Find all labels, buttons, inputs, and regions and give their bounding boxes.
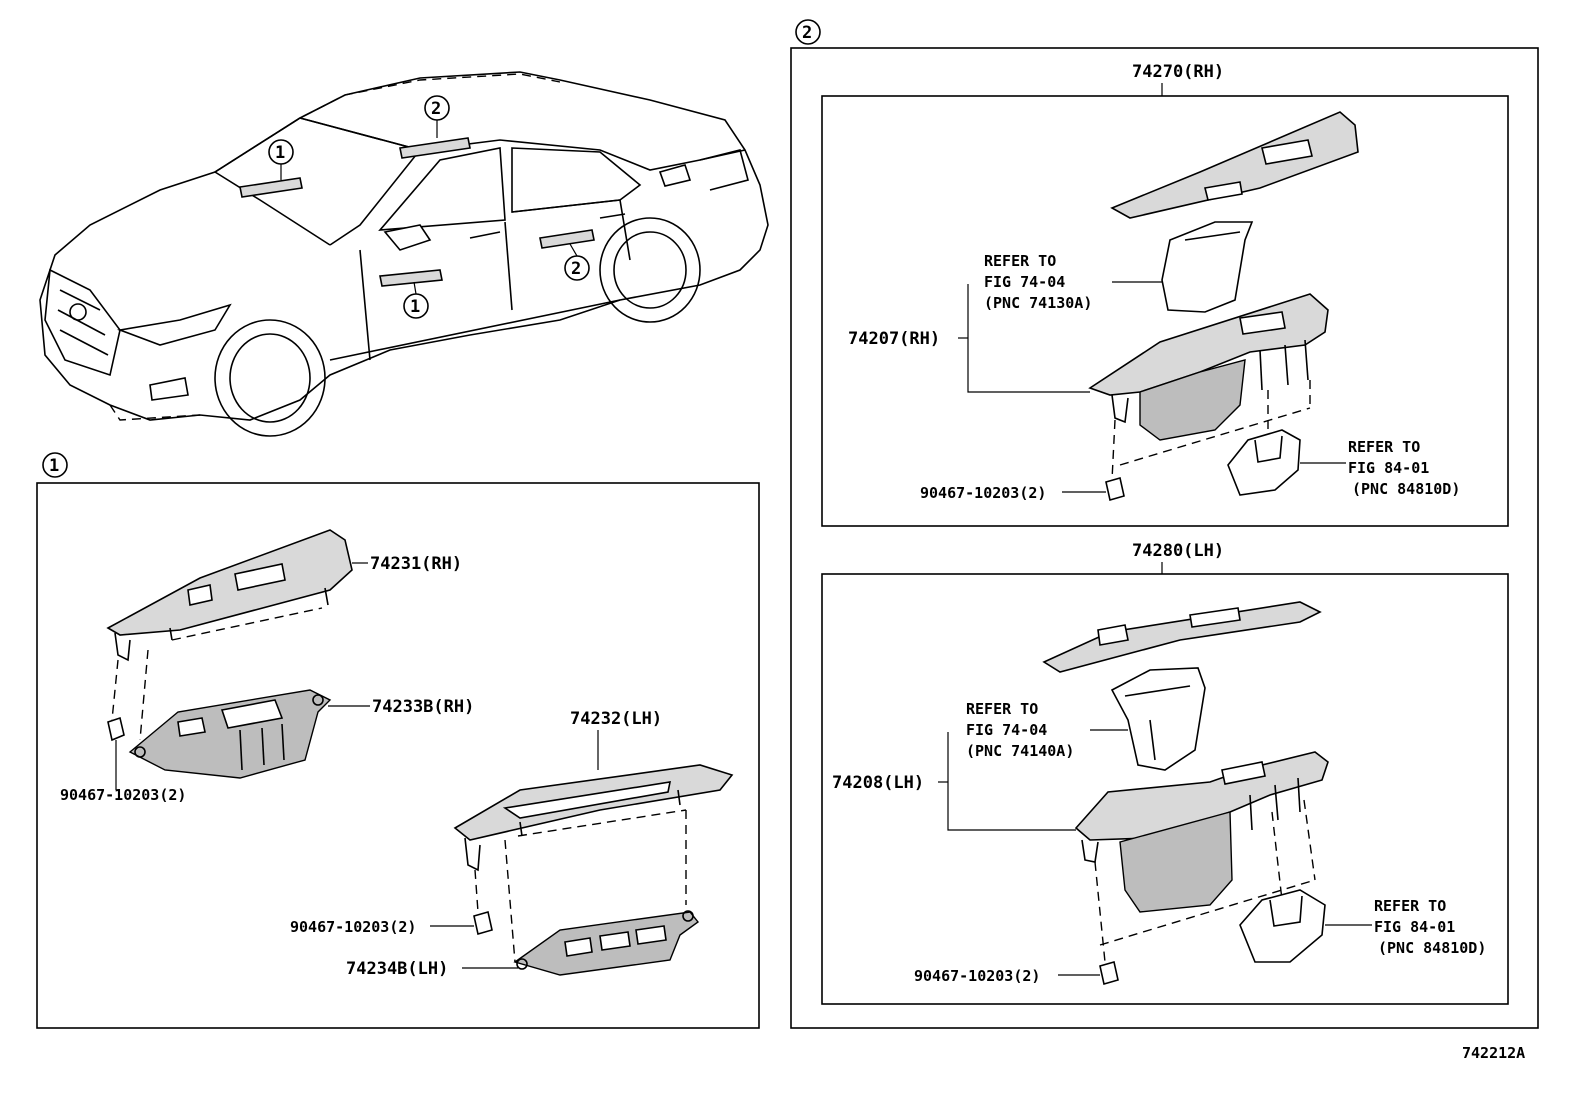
callout-car-roof: 2 bbox=[424, 95, 450, 138]
switch-74233b-rh bbox=[128, 689, 332, 779]
clip-90467-b bbox=[473, 910, 493, 936]
box-74270-rh bbox=[821, 95, 1509, 527]
group2-panel: 2 74270(RH) REFER TO FIG 74-04 (PNC 7413… bbox=[790, 19, 1539, 1029]
bezel-74270-rh-top bbox=[1110, 111, 1359, 219]
callout-car-front-windshield: 1 bbox=[268, 139, 294, 180]
refer-lh-switch-line1: REFER TO bbox=[1374, 897, 1446, 915]
bezel-74231-rh bbox=[106, 529, 353, 662]
label-clip-rh: 90467-10203(2) bbox=[920, 484, 1046, 502]
svg-text:2: 2 bbox=[802, 23, 812, 43]
refer-lh-bezel-line3: (PNC 74140A) bbox=[966, 742, 1074, 760]
refer-rh-bezel-line1: REFER TO bbox=[984, 252, 1056, 270]
switch-84810d-lh bbox=[1239, 889, 1326, 963]
svg-text:2: 2 bbox=[431, 99, 441, 119]
switch-74234b-lh bbox=[513, 910, 700, 976]
bezel-74207-rh bbox=[1088, 293, 1329, 441]
clip-90467-rh bbox=[1105, 476, 1125, 502]
label-74208-lh: 74208(LH) bbox=[832, 773, 924, 793]
svg-text:2: 2 bbox=[571, 259, 581, 279]
label-clip-lh: 90467-10203(2) bbox=[914, 967, 1040, 985]
callout-car-rear-door: 2 bbox=[564, 243, 590, 281]
refer-rh-switch-line3: (PNC 84810D) bbox=[1352, 480, 1460, 498]
label-74232-lh: 74232(LH) bbox=[570, 709, 662, 729]
refer-rh-switch-line2: FIG 84-01 bbox=[1348, 459, 1429, 477]
bezel-holder-74130a bbox=[1161, 221, 1254, 313]
label-74270-rh: 74270(RH) bbox=[1132, 62, 1224, 82]
label-74231-rh: 74231(RH) bbox=[370, 554, 462, 574]
label-74234b-lh: 74234B(LH) bbox=[346, 959, 448, 979]
box-74280-lh bbox=[821, 573, 1509, 1005]
label-clip-b: 90467-10203(2) bbox=[290, 918, 416, 936]
refer-lh-bezel-line1: REFER TO bbox=[966, 700, 1038, 718]
diagram-number: 742212A bbox=[1462, 1044, 1525, 1062]
bezel-74208-lh bbox=[1074, 751, 1329, 913]
svg-text:1: 1 bbox=[275, 143, 285, 163]
label-74207-rh: 74207(RH) bbox=[848, 329, 940, 349]
refer-rh-bezel-line3: (PNC 74130A) bbox=[984, 294, 1092, 312]
label-74233b-rh: 74233B(RH) bbox=[372, 697, 474, 717]
refer-rh-bezel-line2: FIG 74-04 bbox=[984, 273, 1065, 291]
svg-text:1: 1 bbox=[410, 297, 420, 317]
refer-lh-switch-line3: (PNC 84810D) bbox=[1378, 939, 1486, 957]
label-74280-lh: 74280(LH) bbox=[1132, 541, 1224, 561]
svg-text:1: 1 bbox=[49, 456, 59, 476]
group1-panel: 1 74231(RH) 74233B(RH) bbox=[36, 452, 760, 1029]
label-clip-a: 90467-10203(2) bbox=[60, 786, 186, 804]
refer-lh-bezel-line2: FIG 74-04 bbox=[966, 721, 1047, 739]
clip-90467-a bbox=[107, 716, 125, 790]
clip-90467-lh bbox=[1099, 960, 1119, 986]
refer-lh-switch-line2: FIG 84-01 bbox=[1374, 918, 1455, 936]
bezel-74232-lh bbox=[453, 764, 734, 872]
refer-rh-switch-line1: REFER TO bbox=[1348, 438, 1420, 456]
callout-car-front-door: 1 bbox=[403, 281, 429, 319]
bezel-holder-74140a bbox=[1110, 667, 1206, 771]
bezel-74280-lh-top bbox=[1042, 601, 1322, 673]
switch-84810d-rh bbox=[1227, 429, 1301, 496]
car-illustration bbox=[39, 71, 769, 437]
